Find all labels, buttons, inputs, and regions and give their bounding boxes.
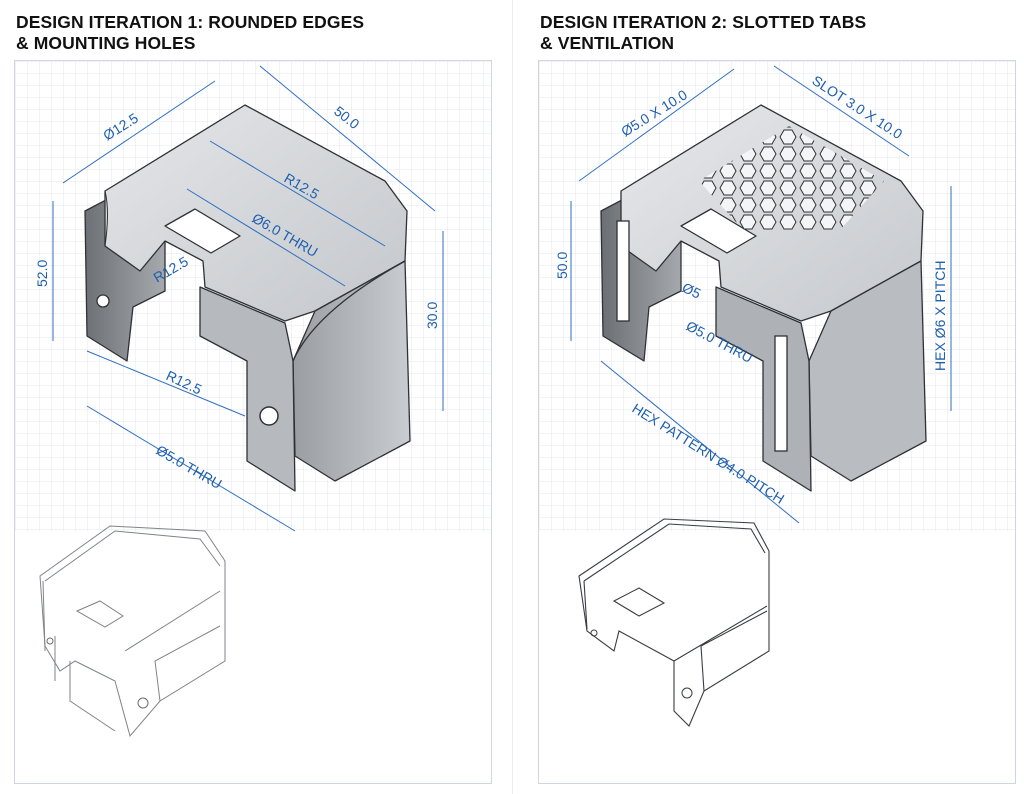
- panel-2-title: DESIGN ITERATION 2: SLOTTED TABS & VENTI…: [540, 12, 866, 54]
- design-iteration-1-panel: DESIGN ITERATION 1: ROUNDED EDGES & MOUN…: [0, 0, 494, 794]
- panel-divider: [512, 0, 513, 794]
- mounting-hole-front: [259, 406, 279, 426]
- panel-1-title: DESIGN ITERATION 1: ROUNDED EDGES & MOUN…: [16, 12, 364, 54]
- panel-1-title-line-1: DESIGN ITERATION 1: ROUNDED EDGES: [16, 12, 365, 32]
- panel-1-drawing-sheet: Ø12.5 50.0 R12.5 Ø6.0 THRU R12.5 52.0 30…: [14, 60, 492, 784]
- slotted-tab-left: [616, 220, 630, 322]
- ventilation-hex-pattern: [699, 126, 884, 231]
- panel-2-line-sketch: [578, 518, 770, 727]
- design-iteration-2-panel: DESIGN ITERATION 2: SLOTTED TABS & VENTI…: [524, 0, 1018, 794]
- panel-2-dimension-lines: [570, 65, 952, 524]
- panel-1-pencil-sketch: [39, 525, 226, 738]
- dim-height-left: 50.0: [554, 252, 570, 279]
- top-face: [104, 104, 408, 322]
- dim-height-right: 30.0: [424, 302, 440, 329]
- panel-1-bracket-model: [84, 104, 411, 492]
- panel-2-title-line-2: & VENTILATION: [540, 33, 675, 53]
- panel-2-title-line-1: DESIGN ITERATION 2: SLOTTED TABS: [540, 12, 867, 32]
- slotted-tab-front: [774, 335, 788, 452]
- top-slot-cutout: [680, 208, 757, 254]
- mounting-hole-left: [96, 294, 110, 308]
- panel-1-dimension-lines: [52, 65, 444, 532]
- panel-2-drawing-sheet: Ø5.0 X 10.0 SLOT 3.0 X 10.0 50.0 Ø5 Ø5.0…: [538, 60, 1016, 784]
- dim-height-left: 52.0: [34, 260, 50, 287]
- dim-hex-right: HEX Ø6 X PITCH: [932, 261, 948, 371]
- panel-2-drawing: Ø5.0 X 10.0 SLOT 3.0 X 10.0 50.0 Ø5 Ø5.0…: [539, 61, 1015, 727]
- dim-small-diameter: Ø5: [680, 279, 704, 301]
- panel-1-title-line-2: & MOUNTING HOLES: [16, 33, 196, 53]
- panel-1-drawing: Ø12.5 50.0 R12.5 Ø6.0 THRU R12.5 52.0 30…: [15, 61, 491, 738]
- top-slot-cutout: [164, 208, 241, 254]
- front-leg: [199, 286, 296, 492]
